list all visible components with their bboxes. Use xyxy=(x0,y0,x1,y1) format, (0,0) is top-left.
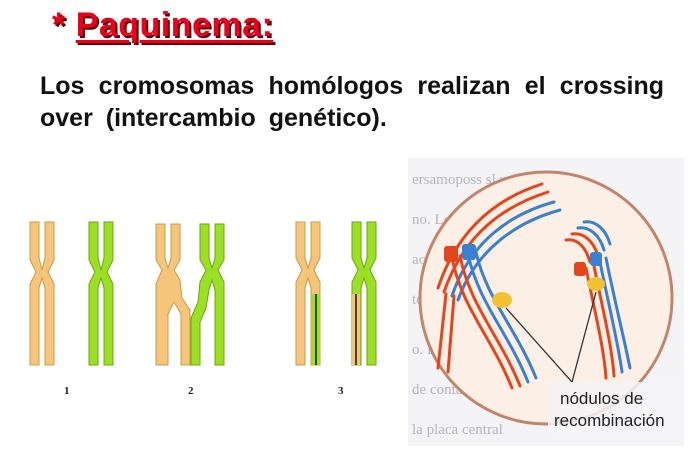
leader-line-left xyxy=(505,307,573,383)
nodule-annotation-line2: recombinación xyxy=(554,411,665,430)
recombination-nodules-figure: ersamoposs sl uniones no. Los cromosomas… xyxy=(408,158,684,446)
stage-2-label: 2 xyxy=(188,385,194,397)
nodule-annotation-line1: nódulos de xyxy=(560,389,643,408)
svg-text:la placa central: la placa central xyxy=(412,422,503,438)
stage-3-label: 3 xyxy=(338,385,344,397)
stage-2-green-chromosome xyxy=(190,223,225,366)
slide-body-text: Los cromosomas homólogos realizan el cro… xyxy=(40,72,664,132)
stage-1-orange-chromosome xyxy=(29,221,55,366)
chromosome-stages-figure: 1 2 3 xyxy=(29,221,377,397)
slide-title: * Paquinema: xyxy=(52,6,273,45)
stage-1-label: 1 xyxy=(64,385,70,397)
left-centromere-red xyxy=(444,246,458,262)
leader-line-right xyxy=(571,291,597,383)
right-centromere-red xyxy=(574,262,586,276)
stage-1-chromosome-pair: 1 xyxy=(29,221,114,397)
right-recombination-nodule xyxy=(587,277,605,291)
left-recombination-nodule xyxy=(492,292,512,308)
stage-1-green-chromosome xyxy=(88,221,114,366)
left-homolog-pair xyxy=(436,182,562,390)
title-text: Paquinema: xyxy=(75,6,274,44)
cell-nucleus xyxy=(418,170,674,426)
stage-3-recombined-pair: 3 xyxy=(295,221,377,397)
stage-2-crossing-pair: 2 xyxy=(155,223,225,397)
title-star: * xyxy=(52,6,66,44)
left-centromere-blue xyxy=(462,244,476,260)
right-centromere-blue xyxy=(590,252,602,266)
stage-2-orange-chromosome xyxy=(155,223,191,366)
